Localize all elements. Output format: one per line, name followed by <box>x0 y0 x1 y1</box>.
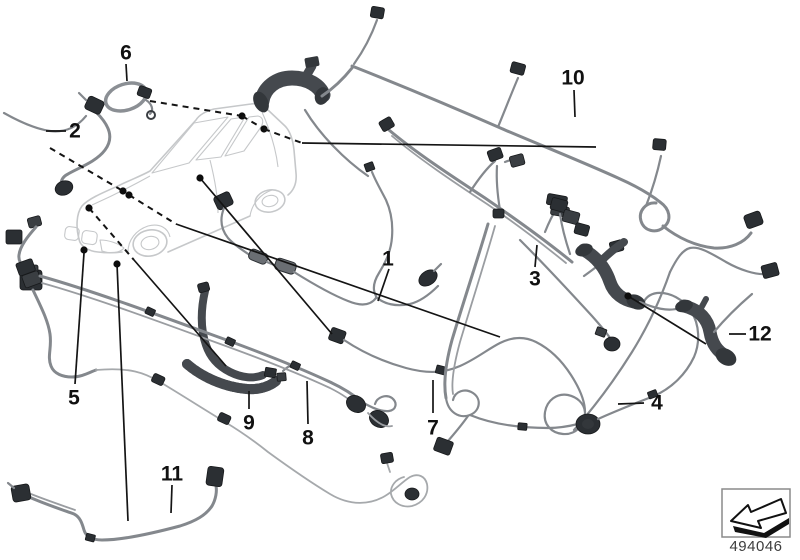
kidney-grille-right <box>81 230 98 246</box>
callout-leader-1 <box>377 268 390 302</box>
front-wheel <box>132 229 168 257</box>
location-dot <box>196 174 204 182</box>
dashed-reference-line <box>241 115 265 130</box>
callout-leader-11 <box>170 484 173 514</box>
harness-2 <box>2 91 112 196</box>
harness-1 <box>213 108 443 307</box>
footnote-number: 494046 <box>729 538 782 555</box>
location-dot <box>624 292 632 300</box>
callout-12[interactable]: 12 <box>748 323 771 346</box>
location-dot <box>113 260 121 268</box>
harness-11 <box>6 465 225 543</box>
callout-2[interactable]: 2 <box>69 120 81 143</box>
headlight <box>99 239 125 254</box>
reference-line <box>627 295 707 345</box>
rear-wheel <box>254 188 286 214</box>
dashed-reference-line <box>149 100 243 117</box>
reference-line <box>301 142 597 148</box>
dashed-reference-line <box>49 147 124 192</box>
callout-3[interactable]: 3 <box>529 268 541 291</box>
location-dot <box>125 191 133 199</box>
location-dot <box>85 204 93 212</box>
callout-1[interactable]: 1 <box>382 248 394 271</box>
harness-9 <box>182 281 298 395</box>
dashed-reference-line <box>263 128 303 144</box>
callout-11[interactable]: 11 <box>161 463 184 486</box>
callout-leader-6 <box>125 63 128 82</box>
reference-line <box>133 259 227 367</box>
callout-10[interactable]: 10 <box>561 67 584 90</box>
callout-9[interactable]: 9 <box>243 412 255 435</box>
reference-line <box>116 263 129 522</box>
callout-5[interactable]: 5 <box>68 387 80 410</box>
leader-lines <box>46 63 746 522</box>
location-dot <box>119 187 127 195</box>
harness-8 <box>15 258 397 428</box>
harness-4 <box>433 222 700 456</box>
callout-4[interactable]: 4 <box>651 392 663 415</box>
footnote-reference: 494046 <box>721 488 791 555</box>
callout-7[interactable]: 7 <box>427 417 439 440</box>
callout-8[interactable]: 8 <box>302 427 314 450</box>
reference-line <box>175 223 501 338</box>
harness-3 <box>378 116 625 352</box>
location-dot <box>80 246 88 254</box>
harness-6 <box>103 81 156 120</box>
windshield <box>151 116 229 174</box>
kidney-grille-left <box>64 226 80 241</box>
callout-leader-10 <box>573 89 576 118</box>
dashed-reference-line <box>128 194 177 225</box>
callout-leader-5 <box>74 252 85 385</box>
back-reference-arrow-icon <box>730 498 789 538</box>
callout-leader-3 <box>534 244 538 268</box>
dashed-reference-line <box>88 207 135 261</box>
callout-leader-8 <box>306 380 309 425</box>
callout-6[interactable]: 6 <box>120 42 132 65</box>
callout-leader-4 <box>617 402 645 405</box>
